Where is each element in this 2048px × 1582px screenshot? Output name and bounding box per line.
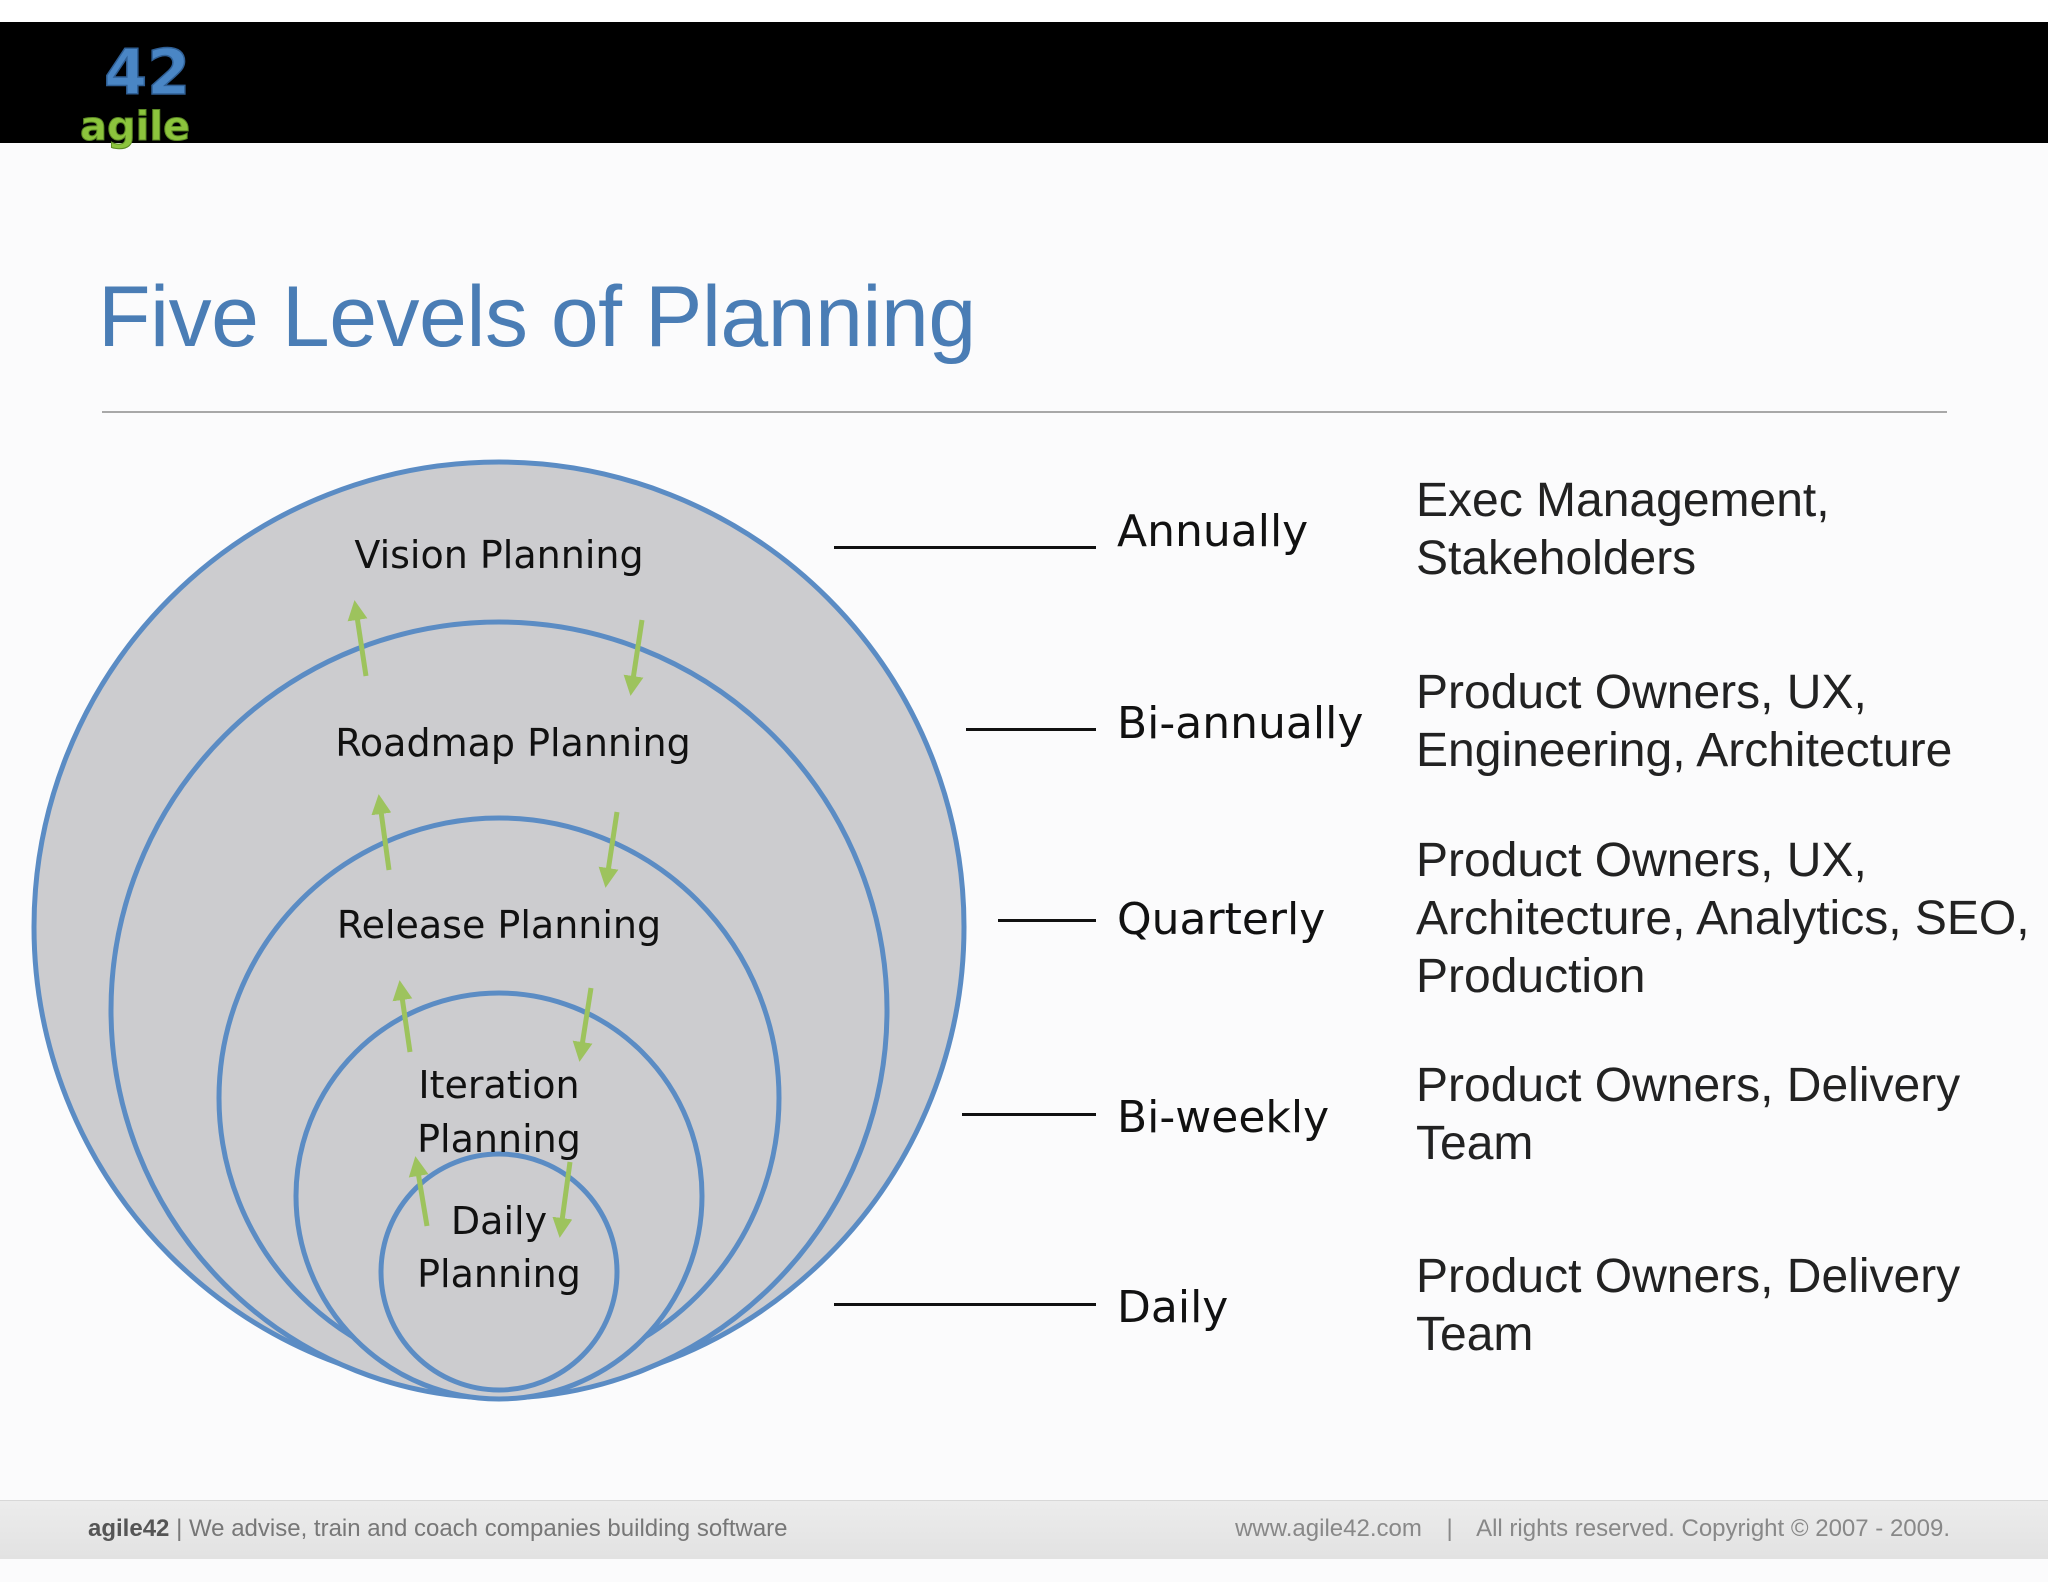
label-vision-planning: Vision Planning: [354, 533, 643, 577]
footer-copyright: All rights reserved. Copyright © 2007 - …: [1476, 1515, 1950, 1542]
participants-quarterly: Product Owners, UX, Architecture, Analyt…: [1416, 834, 2030, 1003]
label-daily-line2: Planning: [417, 1252, 581, 1296]
title-divider: [102, 411, 1947, 413]
footer-brand: agile42: [88, 1515, 170, 1542]
label-roadmap-planning: Roadmap Planning: [335, 721, 691, 765]
footer-left: agile42 | We advise, train and coach com…: [88, 1515, 788, 1543]
logo-number: 42: [104, 36, 190, 109]
frequency-bi-annually: Bi-annually: [1117, 698, 1364, 749]
participants-bi-annually: Product Owners, UX, Engineering, Archite…: [1416, 666, 1953, 777]
label-daily-line1: Daily: [451, 1199, 547, 1243]
connector-quarterly: [998, 919, 1096, 922]
footer-tagline: | We advise, train and coach companies b…: [176, 1515, 788, 1542]
participants-bi-weekly: Product Owners, Delivery Team: [1416, 1059, 1961, 1170]
arrow-up-icon: [408, 1156, 430, 1227]
circle-labels: Vision Planning Roadmap Planning Release…: [335, 533, 691, 1296]
label-release-planning: Release Planning: [337, 903, 661, 947]
agile42-logo: 42 agile: [80, 35, 192, 150]
logo-word: agile: [80, 104, 190, 150]
footer: agile42 | We advise, train and coach com…: [0, 1500, 2048, 1559]
top-band: [0, 0, 2048, 22]
footer-divider: |: [1446, 1515, 1453, 1542]
frequency-daily: Daily: [1117, 1282, 1229, 1333]
connector-bi-annually: [966, 728, 1096, 731]
arrow-down-icon: [598, 811, 620, 888]
connector-annually: [834, 546, 1096, 549]
connector-bi-weekly: [962, 1113, 1096, 1116]
connector-daily: [834, 1303, 1096, 1306]
participants-daily: Product Owners, Delivery Team: [1416, 1250, 1961, 1361]
frequency-quarterly: Quarterly: [1117, 894, 1326, 945]
circles: [31, 459, 967, 1402]
circle-daily: [378, 1151, 620, 1393]
label-iteration-line1: Iteration: [418, 1063, 579, 1107]
arrow-down-icon: [572, 987, 594, 1062]
arrow-up-icon: [371, 794, 392, 871]
arrow-down-icon: [552, 1161, 573, 1238]
participants-annually: Exec Management, Stakeholders: [1416, 474, 1830, 585]
arrow-up-icon: [392, 980, 413, 1053]
footer-url[interactable]: www.agile42.com: [1235, 1515, 1422, 1542]
header-bar: [0, 22, 2048, 143]
frequency-bi-weekly: Bi-weekly: [1117, 1092, 1330, 1143]
arrow-down-icon: [623, 619, 645, 696]
arrow-up-icon: [347, 600, 369, 677]
footer-right: www.agile42.com | All rights reserved. C…: [1235, 1515, 1950, 1543]
planning-circles-diagram: Vision Planning Roadmap Planning Release…: [31, 459, 967, 1402]
label-iteration-line2: Planning: [417, 1117, 581, 1161]
frequency-annually: Annually: [1117, 506, 1309, 557]
feedback-arrows: [347, 600, 645, 1238]
page-title: Five Levels of Planning: [98, 269, 976, 365]
